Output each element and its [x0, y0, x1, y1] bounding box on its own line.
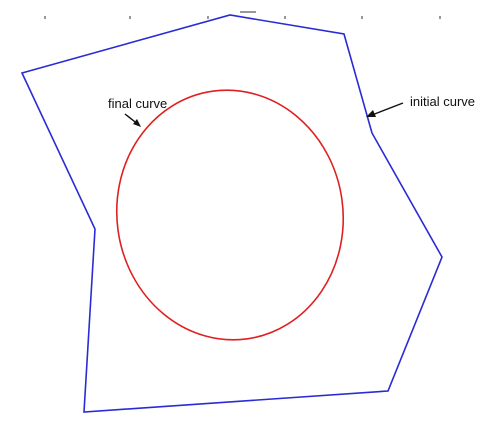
final-curve-arrow-head [133, 119, 141, 127]
top-tick-marks [44, 11, 441, 19]
initial-curve [20, 14, 443, 413]
initial-curve-arrow-head [366, 110, 376, 117]
final-curve-label: final curve [108, 96, 167, 111]
final-curve [115, 89, 345, 341]
initial-curve-arrow [366, 102, 404, 117]
initial-curve-label: initial curve [410, 94, 475, 109]
initial-curve-arrow-shaft [371, 102, 404, 116]
final-curve-arrow [124, 113, 141, 127]
